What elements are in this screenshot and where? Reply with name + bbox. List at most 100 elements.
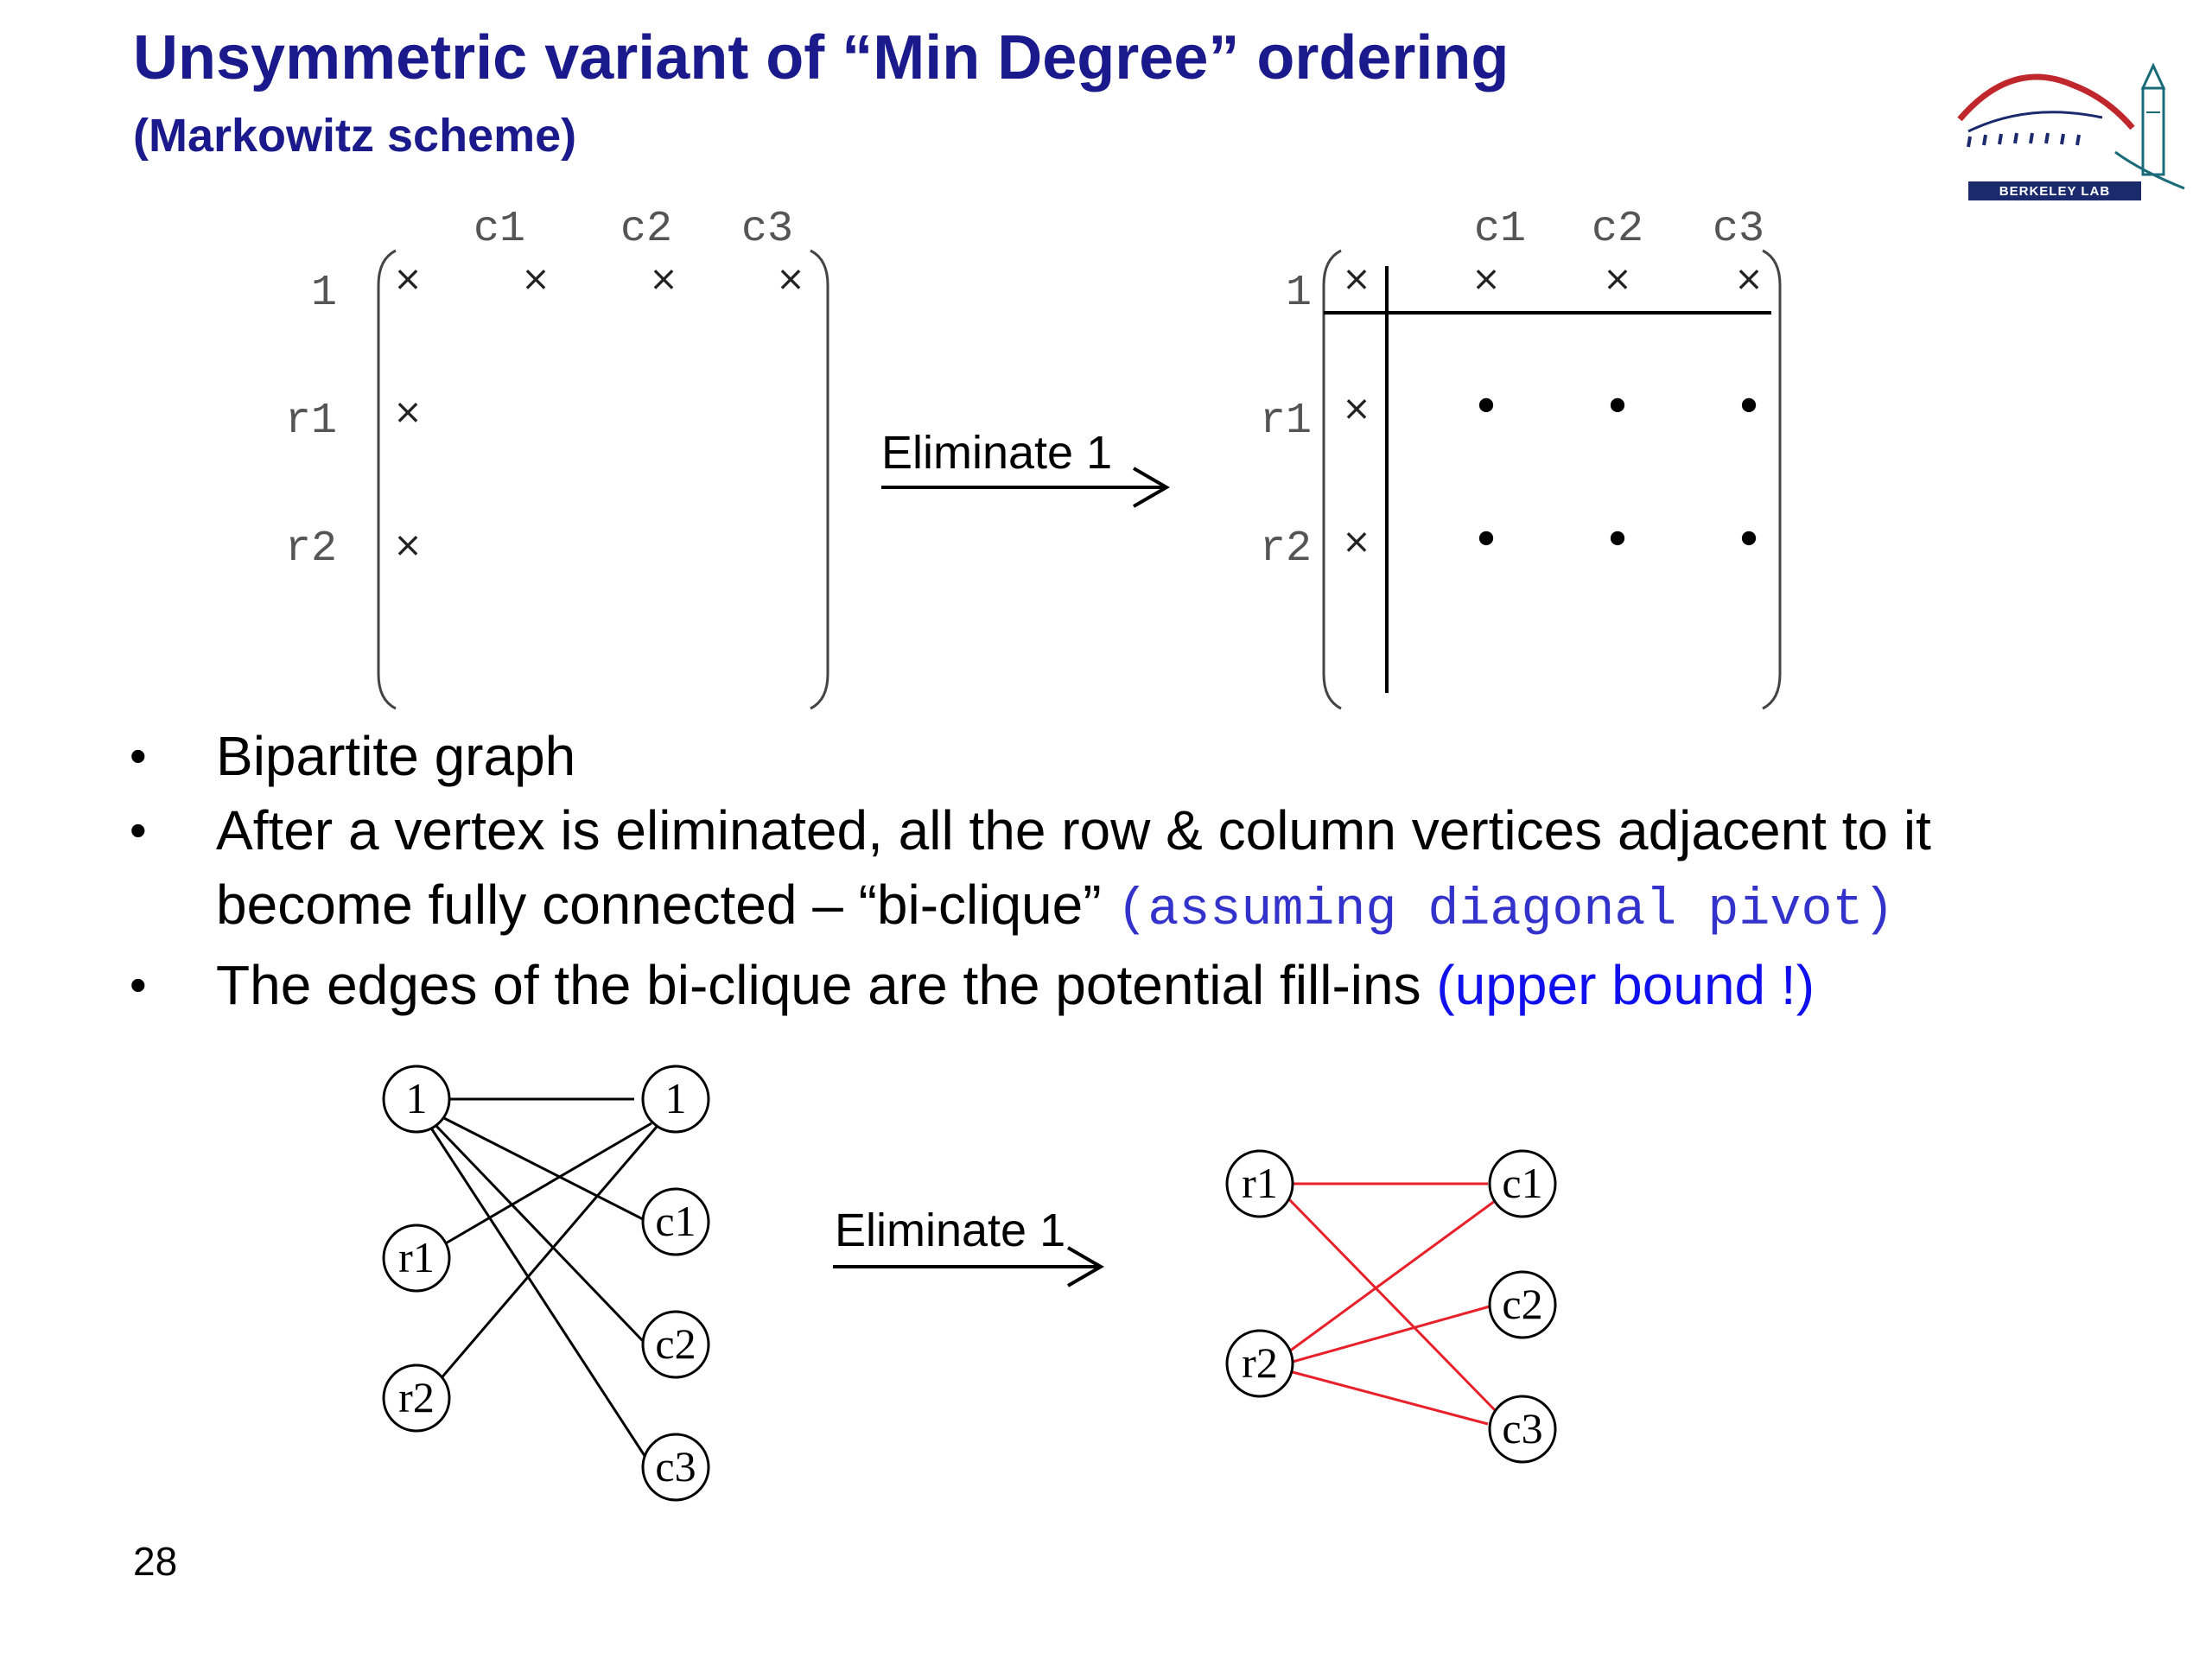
matrix-diagram: c1 c2 c3 1 r1 r2 × × × × × × Eliminate 1	[285, 205, 1782, 710]
logo-ticks	[1967, 132, 2081, 148]
matrix-entry-x: ×	[1603, 259, 1632, 299]
matrix-entry-x: ×	[649, 259, 678, 299]
graph-edge	[429, 1126, 652, 1465]
berkeley-lab-logo: BERKELEY LAB	[1957, 62, 2185, 200]
graph-edge	[432, 1122, 645, 1343]
graph-node	[641, 1310, 710, 1379]
matrix-left-bracket-open	[377, 249, 397, 710]
fill-in-dot: •	[1471, 379, 1500, 435]
slide-title: Unsymmetric variant of “Min Degree” orde…	[133, 23, 1510, 92]
col-label: c2	[620, 205, 672, 254]
graph-left-edges	[429, 1097, 658, 1465]
bullet-text: After a vertex is eliminated, all the ro…	[216, 799, 1931, 861]
matrix-entry-x: ×	[393, 525, 423, 565]
bullet-list: Bipartite graph After a vertex is elimin…	[130, 719, 2203, 1022]
col-label: c3	[741, 205, 793, 254]
graph-node-label: r1	[398, 1233, 435, 1281]
fill-in-dot: •	[1603, 379, 1631, 435]
graph-node-label: c1	[1502, 1159, 1542, 1207]
row-label: r2	[285, 524, 337, 574]
fill-edge	[1292, 1370, 1489, 1426]
graph-edge	[443, 1122, 652, 1246]
graph-node	[1225, 1329, 1294, 1398]
graph-node-label: c1	[655, 1197, 696, 1245]
row-label: 1	[311, 269, 337, 318]
graph-right-nodes	[1225, 1149, 1557, 1464]
graph-node	[382, 1363, 451, 1433]
matrix-left: c1 c2 c3 1 r1 r2 × × × × × ×	[285, 205, 830, 710]
fill-in-dot: •	[1734, 512, 1763, 569]
bullet-note-mono: (assuming diagonal pivot)	[1116, 881, 1895, 940]
eliminate-label: Eliminate 1	[835, 1205, 1065, 1256]
fill-edge	[1286, 1196, 1498, 1414]
graph-node	[382, 1224, 451, 1293]
matrix-eliminate-arrow: Eliminate 1	[881, 427, 1170, 508]
fill-in-dot: •	[1603, 512, 1631, 569]
graph-node-label: 1	[665, 1074, 687, 1122]
matrix-entry-x: ×	[1342, 389, 1371, 429]
graph-node-label: c3	[1502, 1404, 1542, 1452]
matrix-entry-x: ×	[1471, 259, 1501, 299]
bullet-text: become fully connected – “bi-clique”	[216, 874, 1102, 936]
graph-edge	[437, 1126, 658, 1382]
row-label: r1	[1260, 397, 1312, 446]
col-label: c1	[1474, 205, 1526, 254]
graph-node	[641, 1433, 710, 1502]
logo-text: BERKELEY LAB	[1999, 184, 2110, 199]
fill-in-dot: •	[1471, 512, 1500, 569]
slide-subtitle: (Markowitz scheme)	[133, 110, 577, 162]
bullet-item: Bipartite graph	[130, 719, 2203, 793]
matrix-entry-x: ×	[1342, 259, 1371, 299]
bullet-item: After a vertex is eliminated, all the ro…	[130, 793, 2203, 948]
matrix-right: c1 c2 c3 1 r1 r2 × × × × × × • •	[1260, 205, 1782, 710]
graph-right-edges	[1286, 1182, 1498, 1426]
graph-left-nodes	[382, 1065, 710, 1502]
graph-node-label: r1	[1242, 1159, 1278, 1207]
logo-arc-red	[1957, 73, 2135, 130]
matrix-entry-x: ×	[776, 259, 805, 299]
bullet-item: The edges of the bi-clique are the poten…	[130, 948, 2203, 1022]
col-label: c1	[474, 205, 525, 254]
graph-node-label: c3	[655, 1442, 696, 1491]
graph-eliminate-arrow: Eliminate 1	[833, 1205, 1104, 1287]
graph-node-label: r2	[398, 1373, 435, 1421]
matrix-entry-x: ×	[393, 259, 423, 299]
matrix-right-bracket-open	[1322, 249, 1342, 710]
logo-swoosh	[2114, 150, 2185, 190]
logo-banner	[1968, 181, 2141, 200]
logo-arc-blue	[1967, 111, 2103, 133]
graph-node-label: r2	[1242, 1338, 1278, 1387]
matrix-entry-x: ×	[521, 259, 550, 299]
bullet-note: (upper bound !)	[1436, 954, 1815, 1016]
graph-node	[1225, 1149, 1294, 1218]
eliminate-label: Eliminate 1	[881, 427, 1112, 479]
bipartite-graph-diagram: 1 r1 r2 1 c1 c2 c3 Eliminate 1	[382, 1065, 1557, 1502]
matrix-entry-x: ×	[1342, 522, 1371, 562]
graph-node	[1488, 1149, 1557, 1218]
row-label: r2	[1260, 524, 1312, 574]
graph-node-label: c2	[1502, 1280, 1542, 1328]
matrix-entry-x: ×	[1734, 259, 1764, 299]
bullet-text: Bipartite graph	[216, 725, 576, 787]
matrix-entry-x: ×	[393, 392, 423, 432]
matrix-left-bracket-close	[810, 249, 830, 710]
fill-edge	[1292, 1305, 1491, 1363]
graph-node	[382, 1065, 451, 1134]
row-label: r1	[285, 397, 337, 446]
row-label: 1	[1286, 269, 1312, 318]
page-number: 28	[133, 1539, 178, 1584]
graph-node-label: 1	[406, 1074, 428, 1122]
graph-node	[1488, 1395, 1557, 1464]
bullet-text: The edges of the bi-clique are the poten…	[216, 954, 1421, 1016]
fill-edge	[1288, 1199, 1496, 1353]
matrix-right-bracket-close	[1762, 249, 1782, 710]
col-label: c2	[1592, 205, 1643, 254]
arrow-head	[1066, 1246, 1104, 1287]
graph-node	[641, 1065, 710, 1134]
col-label: c3	[1713, 205, 1764, 254]
arrow-head	[1132, 467, 1170, 508]
graph-node-label: c2	[655, 1319, 696, 1368]
graph-node	[1488, 1270, 1557, 1339]
fill-in-dot: •	[1734, 379, 1763, 435]
